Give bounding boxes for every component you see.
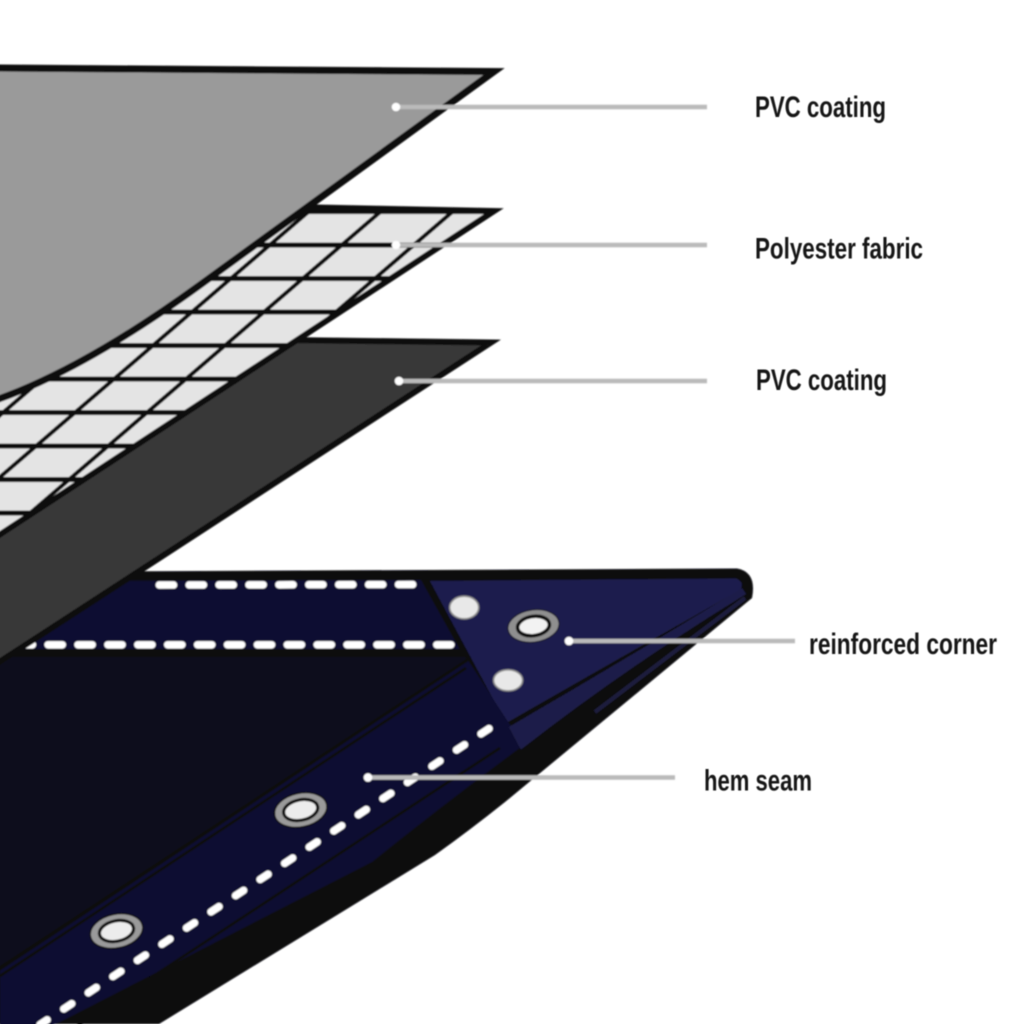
svg-text:PVC coating: PVC coating: [756, 364, 887, 397]
svg-text:PVC coating: PVC coating: [755, 91, 886, 124]
svg-text:reinforced corner: reinforced corner: [809, 628, 997, 661]
svg-text:Polyester fabric: Polyester fabric: [755, 233, 923, 266]
svg-text:hem seam: hem seam: [704, 765, 812, 798]
